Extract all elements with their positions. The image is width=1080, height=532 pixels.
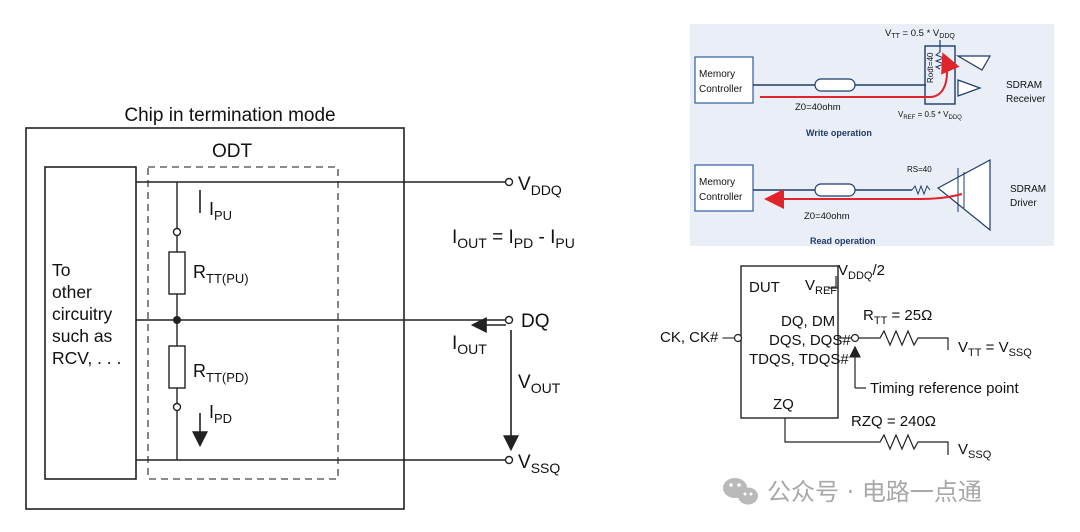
chip-outline	[25, 127, 405, 510]
watermark-text: 公众号 · 电路一点通	[767, 478, 982, 506]
dq-pin	[850, 333, 860, 343]
rzq-vssq-label: VSSQ	[958, 441, 992, 461]
circuitry-line-3: circuitry	[52, 304, 113, 324]
pin-dq-dm: DQ, DM	[781, 313, 835, 330]
write-caption: Write operation	[806, 128, 872, 138]
rzq-resistor	[784, 418, 949, 455]
vddq-terminal	[504, 177, 514, 187]
write-z0: Z0=40ohm	[795, 102, 841, 113]
sdram-receiver-line1: SDRAM	[1006, 80, 1042, 91]
read-signal-path	[764, 189, 963, 209]
watermark: 公众号 · 电路一点通	[723, 478, 982, 506]
rodt-label: Rodt=40	[926, 52, 935, 83]
pin-dqs: DQS, DQS#	[769, 332, 851, 349]
rtt-pd-resistor	[168, 345, 186, 389]
odt-termination-diagram: Chip in termination mode ODT To other ci…	[25, 105, 575, 510]
read-caption: Read operation	[810, 236, 876, 246]
ipd-label: IPD	[209, 402, 232, 426]
receiver-buffer-icon	[957, 79, 982, 97]
write-transmission-line	[814, 78, 856, 92]
svg-text:Controller: Controller	[699, 192, 743, 203]
read-z0: Z0=40ohm	[804, 211, 850, 222]
ipu-label: IPU	[209, 199, 232, 223]
iout-label: IOUT	[452, 333, 487, 357]
rs-resistor-icon	[911, 184, 931, 196]
ck-pin	[733, 333, 743, 343]
current-equation: IOUT = IPD - IPU	[452, 227, 575, 251]
dut-box	[740, 265, 839, 419]
zq-label: ZQ	[773, 396, 794, 413]
rtt-pd-label: RTT(PD)	[193, 361, 249, 385]
dut-diagram: DUT VREF VDDQ/2 CK, CK# — DQ, DM DQS, DQ…	[660, 262, 1032, 461]
circuitry-line-1: To	[52, 260, 70, 280]
vssq-terminal	[504, 455, 514, 465]
dq-label: DQ	[521, 311, 550, 332]
circuitry-line-4: such as	[52, 326, 113, 346]
rtt-label: RTT = 25Ω	[863, 307, 932, 327]
svg-text:Memory: Memory	[699, 177, 735, 188]
rodt-resistor-icon	[934, 51, 946, 70]
timing-reference-label: Timing reference point	[870, 380, 1020, 397]
write-memory-controller	[694, 56, 754, 104]
chip-title: Chip in termination mode	[124, 105, 335, 126]
pin-tdqs: TDQS, TDQS#	[749, 351, 849, 368]
vddq-label: VDDQ	[518, 174, 562, 198]
rtt-pu-label: RTT(PU)	[193, 262, 249, 286]
read-transmission-line	[814, 183, 856, 197]
circuitry-line-5: RCV, . . .	[52, 348, 121, 368]
rzq-label: RZQ = 240Ω	[851, 413, 936, 430]
rs-label: RS=40	[907, 165, 932, 174]
write-vtt-label: VTT = 0.5 * VDDQ	[885, 28, 955, 40]
dut-label: DUT	[749, 279, 780, 296]
read-memory-controller	[694, 164, 754, 212]
vddq-half-label: VDDQ/2	[838, 262, 885, 282]
vout-label: VOUT	[518, 372, 561, 396]
write-signal-path	[760, 52, 960, 98]
sdram-driver-line1: SDRAM	[1010, 184, 1046, 195]
vref-label: VREF	[805, 277, 837, 297]
circuitry-line-2: other	[52, 282, 92, 302]
ck-label: CK, CK# —	[660, 329, 738, 346]
wechat-icon	[723, 478, 758, 505]
svg-text:Controller: Controller	[699, 84, 743, 95]
write-read-panel: VTT = 0.5 * VDDQ Memory Controller Rodt=…	[690, 24, 1054, 246]
sdram-receiver-line2: Receiver	[1006, 94, 1046, 105]
rtt-pu-resistor	[168, 251, 186, 295]
circuitry-block	[44, 166, 137, 480]
odt-label: ODT	[212, 141, 253, 162]
vssq-label: VSSQ	[518, 452, 560, 476]
sdram-driver-line2: Driver	[1010, 198, 1037, 209]
vtt-vssq-label: VTT = VSSQ	[958, 339, 1032, 359]
svg-text:Memory: Memory	[699, 69, 735, 80]
dq-terminal	[504, 315, 514, 325]
rtt-resistor	[859, 329, 949, 350]
write-vref-label: VREF = 0.5 * VDDQ	[898, 110, 962, 121]
junction-dot	[173, 316, 181, 324]
